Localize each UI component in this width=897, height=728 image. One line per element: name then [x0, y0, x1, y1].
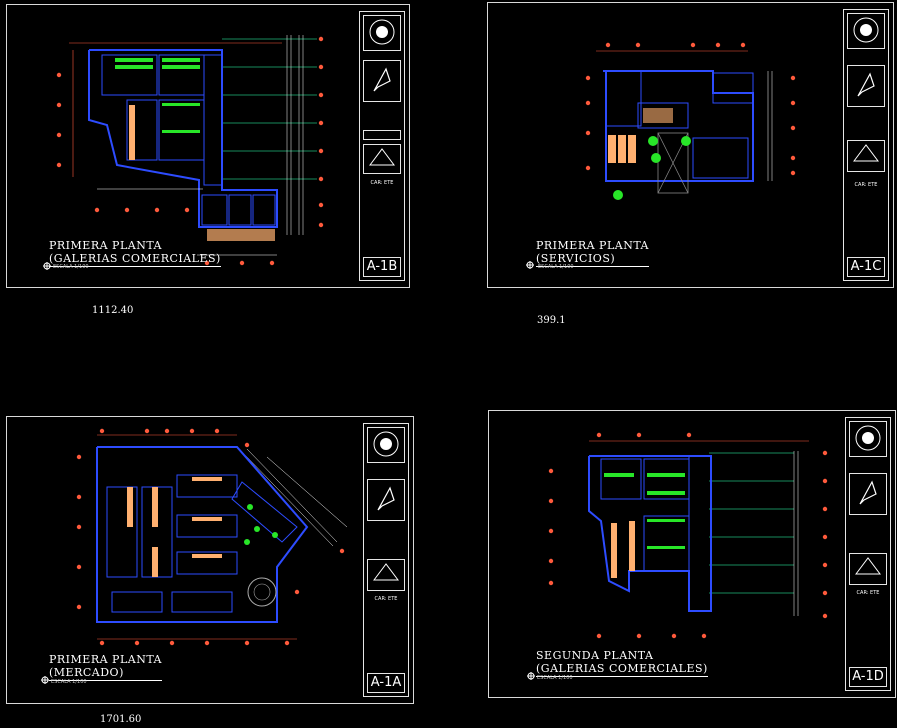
seal-icon — [367, 427, 405, 463]
plan-title: PRIMERA PLANTA — [49, 653, 162, 666]
plan-subtitle: (SERVICIOS) — [536, 252, 649, 267]
crosshair-icon — [527, 672, 535, 680]
north-arrow-icon — [849, 553, 887, 585]
title-block: CAR: ETE A-1C — [843, 9, 889, 281]
drawing-caption: PRIMERA PLANTA (SERVICIOS) — [536, 239, 649, 267]
drawing-caption: PRIMERA PLANTA (GALERIAS COMERCIALES) — [49, 239, 221, 267]
logo-icon — [847, 65, 885, 107]
drawing-caption: SEGUNDA PLANTA (GALERIAS COMERCIALES) — [536, 649, 708, 677]
logo-icon — [849, 473, 887, 515]
drawing-caption: PRIMERA PLANTA (MERCADO) — [49, 653, 162, 681]
plan-subtitle: (MERCADO) — [49, 666, 162, 681]
seal-icon — [849, 421, 887, 457]
title-block: CAR: ETE A-1D — [845, 417, 891, 691]
sheet-number: A-1C — [847, 257, 885, 277]
plan-subtitle: (GALERIAS COMERCIALES) — [536, 662, 708, 677]
north-arrow-icon — [363, 144, 401, 174]
scale-note: ESCALA 1/100 — [53, 264, 89, 270]
floor-plan-drawing — [548, 432, 828, 639]
plan-subtitle: (GALERIAS COMERCIALES) — [49, 252, 221, 267]
cartel-label: CAR: ETE — [856, 590, 880, 596]
cartel-label: CAR: ETE — [370, 180, 394, 186]
plan-title: PRIMERA PLANTA — [536, 239, 649, 252]
logo-icon — [367, 479, 405, 521]
cartel-label: CAR: ETE — [374, 596, 398, 602]
cartel-label: CAR: ETE — [854, 182, 878, 188]
plan-title: SEGUNDA PLANTA — [536, 649, 654, 662]
sheet-number: A-1A — [367, 673, 405, 693]
floor-plan-drawing — [56, 35, 324, 266]
floor-plan-drawing — [585, 42, 796, 200]
title-line — [363, 130, 401, 140]
area-label-a1a: 1701.60 — [100, 714, 142, 725]
scale-note: ESCALA 1/100 — [537, 675, 573, 681]
crosshair-icon — [526, 261, 534, 269]
sheet-a1b[interactable]: CAR: ETE A-1B PRIMERA PLANTA (GALERIAS C… — [6, 4, 410, 288]
title-block: CAR: ETE A-1B — [359, 11, 405, 281]
area-label-a1b: 1112.40 — [92, 305, 134, 316]
seal-icon — [847, 13, 885, 49]
north-arrow-icon — [367, 559, 405, 591]
scale-note: ESCALA 1/100 — [51, 679, 87, 685]
crosshair-icon — [41, 676, 49, 684]
title-block: CAR: ETE A-1A — [363, 423, 409, 697]
seal-icon — [363, 15, 401, 51]
area-label-a1c: 399.1 — [537, 315, 566, 326]
scale-note: ESCALA 1/100 — [538, 264, 574, 270]
plan-title: PRIMERA PLANTA — [49, 239, 162, 252]
north-arrow-icon — [847, 140, 885, 172]
sheet-a1a[interactable]: CAR: ETE A-1A PRIMERA PLANTA (MERCADO) E… — [6, 416, 414, 704]
sheet-number: A-1D — [849, 667, 887, 687]
sheet-a1c[interactable]: CAR: ETE A-1C PRIMERA PLANTA (SERVICIOS)… — [487, 2, 894, 288]
sheet-a1d[interactable]: CAR: ETE A-1D SEGUNDA PLANTA (GALERIAS C… — [488, 410, 896, 698]
floor-plan-drawing — [76, 428, 348, 646]
logo-icon — [363, 60, 401, 102]
sheet-number: A-1B — [363, 257, 401, 277]
crosshair-icon — [43, 262, 51, 270]
